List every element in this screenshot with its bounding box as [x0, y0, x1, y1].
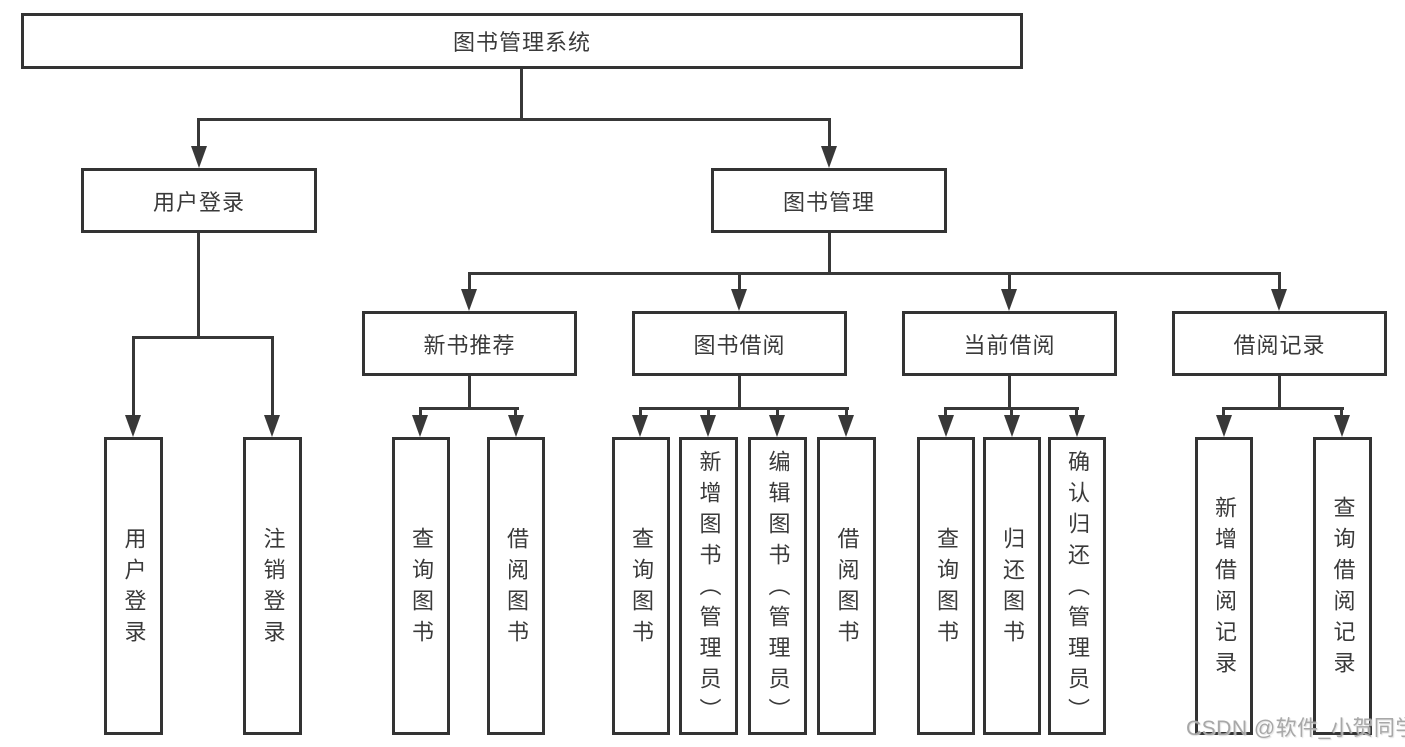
connector-drop-book-management [828, 118, 831, 148]
node-borrowing-records: 借阅记录 [1172, 311, 1387, 376]
connector-drop [845, 407, 848, 419]
connector-borrow-records-rail [1222, 407, 1344, 410]
csdn-watermark: CSDN @软件_小贺同学 [1186, 717, 1405, 740]
connector-drop-user-login [197, 118, 200, 148]
leaf-add-borrow-record: 新增借阅记录 [1195, 437, 1253, 735]
arrow-down-icon [1004, 415, 1020, 437]
connector-drop [776, 407, 779, 419]
leaf-query-books-current: 查询图书 [917, 437, 975, 735]
arrow-down-icon [264, 415, 280, 437]
connector-drop [1010, 407, 1013, 419]
arrow-down-icon [700, 415, 716, 437]
leaf-query-books-recommend: 查询图书 [392, 437, 450, 735]
connector-drop [1340, 407, 1343, 419]
connector-user-login-stem [197, 233, 200, 336]
connector-drop-logout-leaf [271, 336, 274, 417]
node-current-borrowing: 当前借阅 [902, 311, 1117, 376]
arrow-down-icon [125, 415, 141, 437]
arrow-down-icon [508, 415, 524, 437]
leaf-borrow-books-recommend: 借阅图书 [487, 437, 545, 735]
arrow-down-icon [1001, 289, 1017, 311]
connector-drop [707, 407, 710, 419]
connector-book-management-rail [468, 272, 1281, 275]
connector-book-borrow-rail [639, 407, 849, 410]
leaf-query-borrow-record: 查询借阅记录 [1313, 437, 1372, 735]
connector-root-rail [197, 118, 831, 121]
connector-book-management-stem [828, 233, 831, 272]
arrow-down-icon [1069, 415, 1085, 437]
connector-new-book-stem [468, 376, 471, 407]
connector-drop [419, 407, 422, 419]
arrow-down-icon [632, 415, 648, 437]
connector-drop-book-borrow [738, 272, 741, 292]
arrow-down-icon [938, 415, 954, 437]
connector-borrow-records-stem [1278, 376, 1281, 407]
arrow-down-icon [769, 415, 785, 437]
connector-drop [514, 407, 517, 419]
node-book-management: 图书管理 [711, 168, 947, 233]
connector-drop [1222, 407, 1225, 419]
leaf-confirm-return-admin: 确认归还（管理员） [1048, 437, 1106, 735]
connector-drop-new-book [468, 272, 471, 292]
node-new-book-recommendation: 新书推荐 [362, 311, 577, 376]
connector-drop [639, 407, 642, 419]
connector-user-login-rail [132, 336, 274, 339]
arrow-down-icon [412, 415, 428, 437]
leaf-logout: 注销登录 [243, 437, 302, 735]
arrow-down-icon [1271, 289, 1287, 311]
arrow-down-icon [461, 289, 477, 311]
connector-drop-borrow-records [1278, 272, 1281, 292]
connector-drop [1075, 407, 1078, 419]
node-book-borrowing: 图书借阅 [632, 311, 847, 376]
connector-root-stem [520, 69, 523, 118]
leaf-borrow-books: 借阅图书 [817, 437, 876, 735]
node-library-management-system: 图书管理系统 [21, 13, 1023, 69]
connector-new-book-rail [419, 407, 519, 410]
arrow-down-icon [838, 415, 854, 437]
connector-drop-current-borrow [1008, 272, 1011, 292]
arrow-down-icon [1216, 415, 1232, 437]
arrow-down-icon [731, 289, 747, 311]
connector-drop-login-leaf [132, 336, 135, 417]
connector-book-borrow-stem [738, 376, 741, 407]
node-user-login: 用户登录 [81, 168, 317, 233]
connector-current-borrow-stem [1008, 376, 1011, 407]
leaf-edit-books-admin: 编辑图书（管理员） [748, 437, 807, 735]
connector-drop [944, 407, 947, 419]
leaf-user-login: 用户登录 [104, 437, 163, 735]
leaf-add-books-admin: 新增图书（管理员） [679, 437, 738, 735]
arrow-down-icon [1334, 415, 1350, 437]
leaf-return-books: 归还图书 [983, 437, 1041, 735]
leaf-query-books-borrowing: 查询图书 [612, 437, 670, 735]
arrow-down-icon [821, 146, 837, 168]
arrow-down-icon [191, 146, 207, 168]
